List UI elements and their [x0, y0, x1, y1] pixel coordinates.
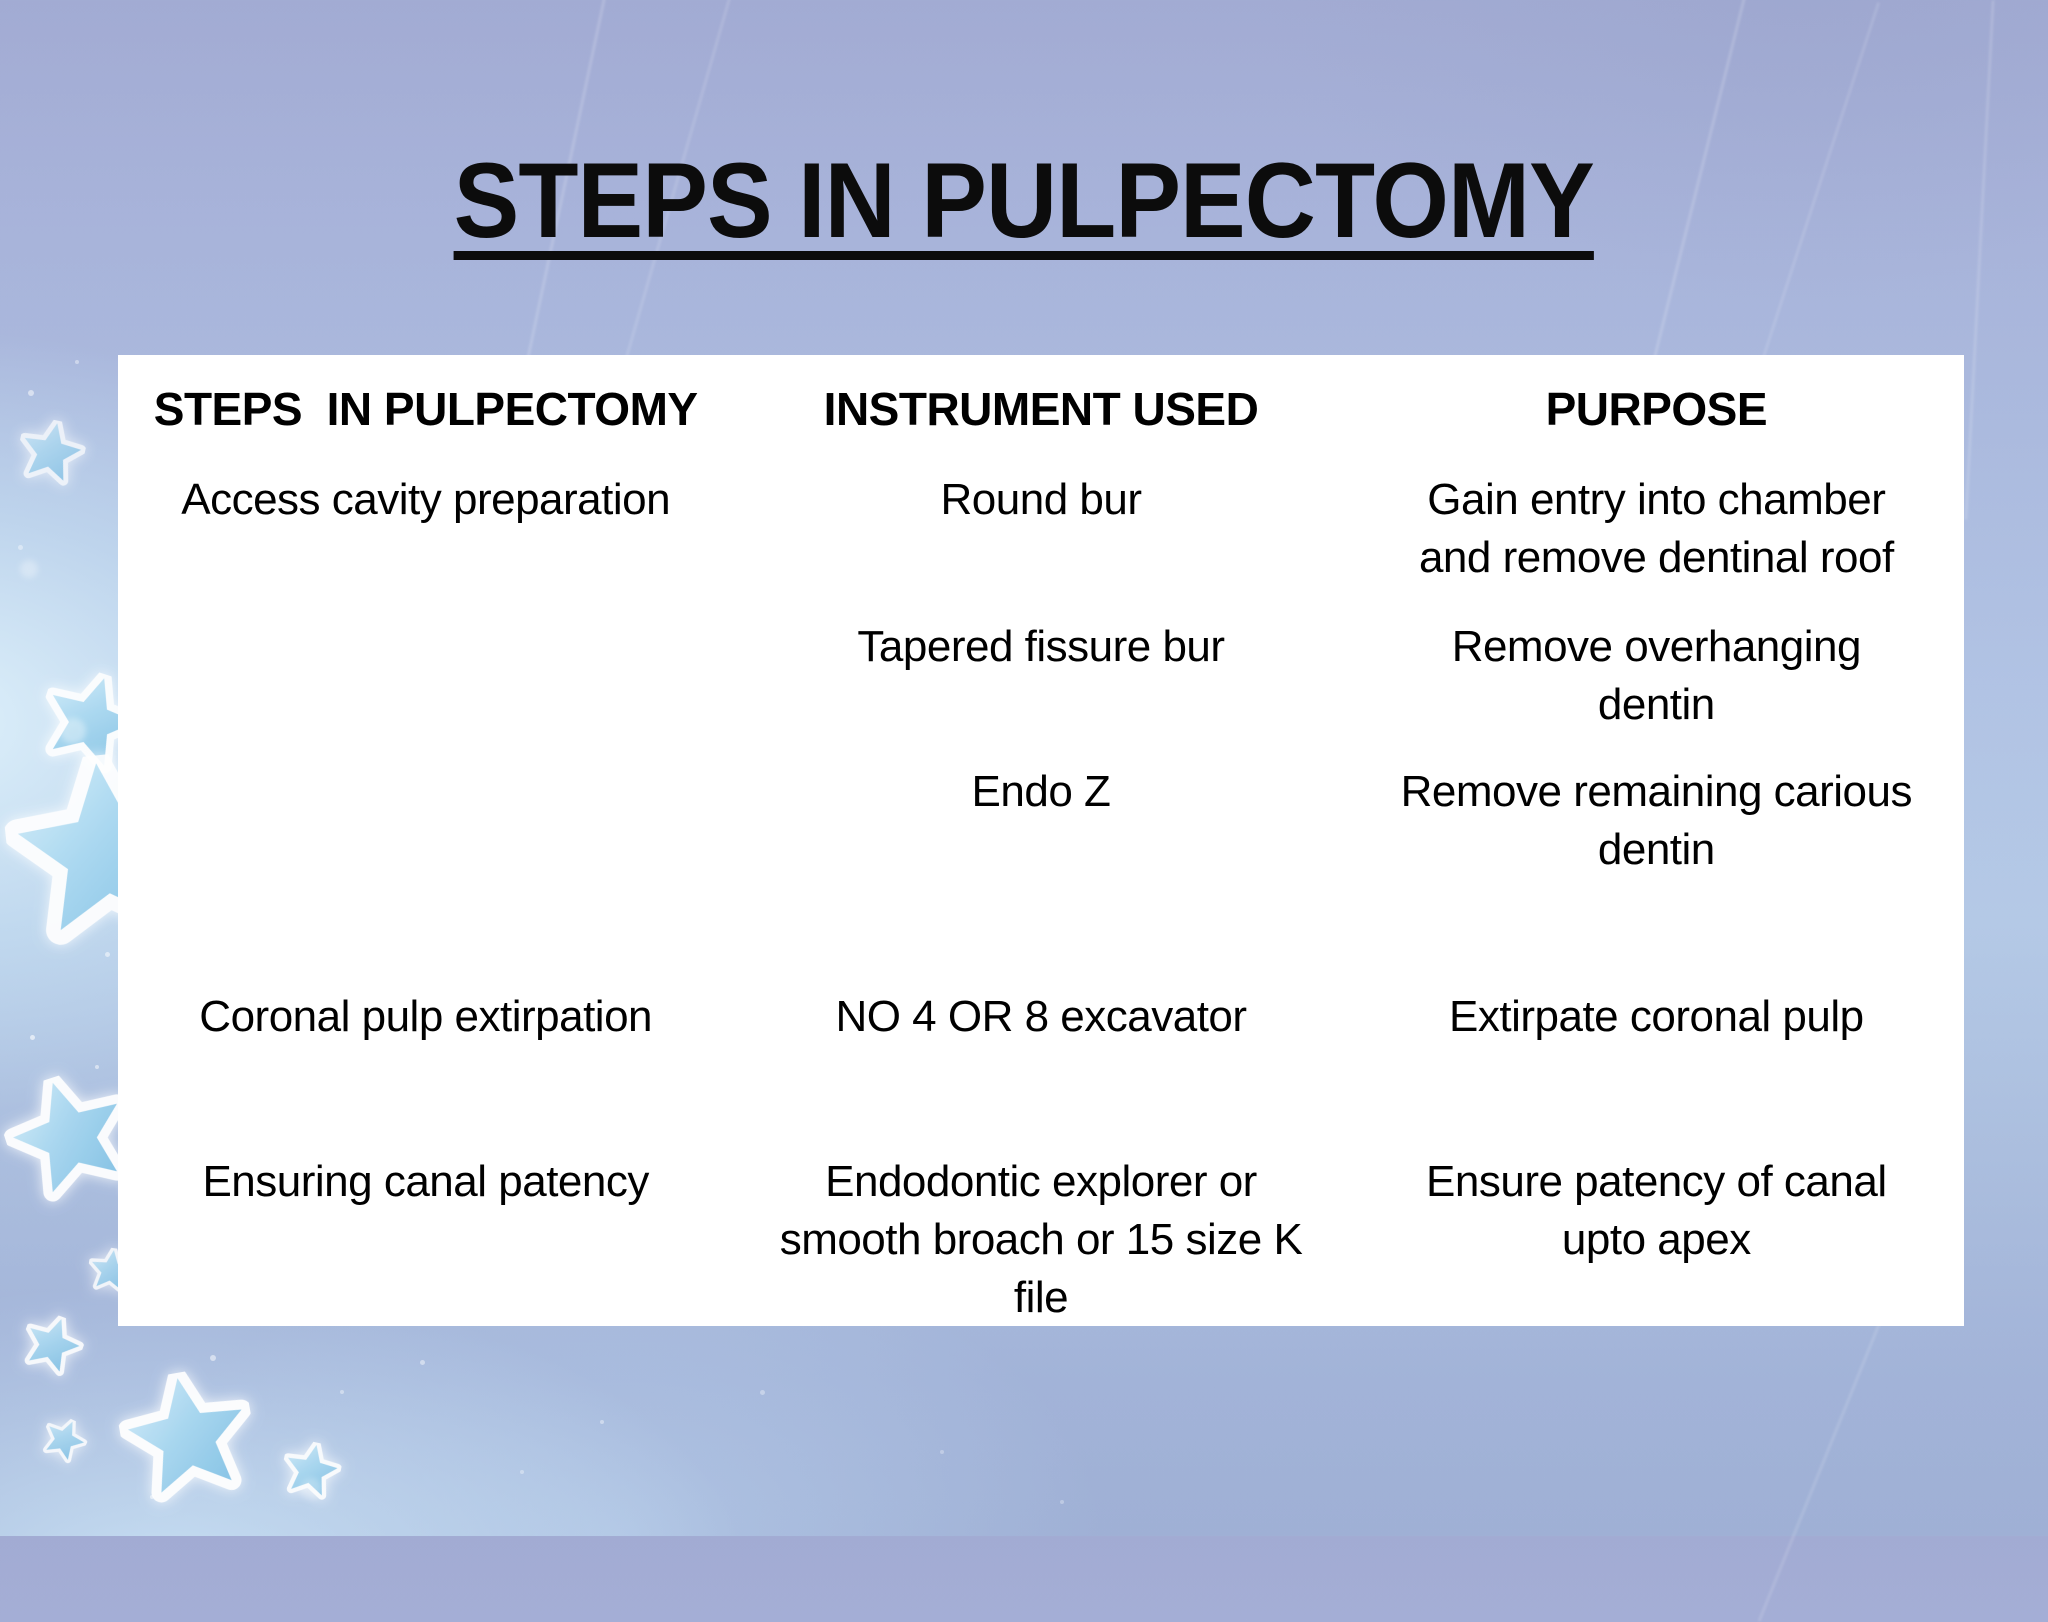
- table-header-row: STEPS IN PULPECTOMY INSTRUMENT USED PURP…: [118, 379, 1964, 471]
- column-header-instrument: INSTRUMENT USED: [823, 383, 1259, 435]
- star-icon: [19, 418, 87, 486]
- cell-step: Access cavity preparation: [181, 475, 671, 524]
- cell-instrument: Endodontic explorer or smooth broach or …: [779, 1157, 1303, 1323]
- sparkle-dot: [60, 718, 86, 744]
- table-row: Endo Z Remove remaining carious dentin: [118, 763, 1964, 988]
- star-icon: [283, 1440, 342, 1500]
- cell-instrument: Round bur: [940, 475, 1142, 524]
- star-icon: [43, 1418, 88, 1464]
- cell-purpose: Remove overhanging dentin: [1451, 622, 1862, 730]
- cell-instrument: Tapered fissure bur: [857, 622, 1225, 671]
- column-header-purpose: PURPOSE: [1545, 383, 1768, 435]
- cell-step: Ensuring canal patency: [202, 1157, 649, 1206]
- sparkle-dot: [95, 1065, 99, 1069]
- slide-title: STEPS IN PULPECTOMY: [453, 140, 1595, 260]
- table-row: Tapered fissure bur Remove overhanging d…: [118, 618, 1964, 763]
- sparkle-dot: [520, 1470, 524, 1474]
- sparkle-dot: [150, 1495, 154, 1499]
- sparkle-dot: [340, 1390, 344, 1394]
- cell-purpose: Extirpate coronal pulp: [1449, 992, 1864, 1041]
- sparkle-dot: [75, 360, 79, 364]
- sparkle-dot: [420, 1360, 425, 1365]
- sparkle-dot: [940, 1450, 944, 1454]
- cell-purpose: Remove remaining carious dentin: [1400, 767, 1913, 875]
- column-header-steps: STEPS IN PULPECTOMY: [153, 383, 698, 435]
- cell-step: Coronal pulp extirpation: [199, 992, 653, 1041]
- sparkle-dot: [30, 1035, 35, 1040]
- sparkle-dot: [105, 952, 110, 957]
- star-icon: [118, 1368, 252, 1503]
- sparkle-dot: [600, 1420, 604, 1424]
- cell-purpose: Gain entry into chamber and remove denti…: [1418, 475, 1894, 583]
- cell-instrument: Endo Z: [971, 767, 1111, 816]
- sparkle-dot: [210, 1355, 216, 1361]
- table-panel: STEPS IN PULPECTOMY INSTRUMENT USED PURP…: [118, 355, 1964, 1326]
- table-row: Access cavity preparation Round bur Gain…: [118, 471, 1964, 618]
- cell-purpose: Ensure patency of canal upto apex: [1426, 1157, 1887, 1265]
- sparkle-dot: [300, 1478, 322, 1500]
- sparkle-dot: [760, 1390, 765, 1395]
- title-container: STEPS IN PULPECTOMY: [0, 138, 2048, 262]
- sparkle-dot: [28, 390, 34, 396]
- cell-instrument: NO 4 OR 8 excavator: [835, 992, 1247, 1041]
- slide: { "slide_title": { "text": "STEPS IN PUL…: [0, 0, 2048, 1536]
- star-icon: [24, 1314, 85, 1377]
- sparkle-dot: [1060, 1500, 1064, 1504]
- sparkle-dot: [20, 560, 38, 578]
- table-row: Ensuring canal patency Endodontic explor…: [118, 1153, 1964, 1327]
- table-row: Coronal pulp extirpation NO 4 OR 8 excav…: [118, 988, 1964, 1153]
- sparkle-dot: [18, 545, 23, 550]
